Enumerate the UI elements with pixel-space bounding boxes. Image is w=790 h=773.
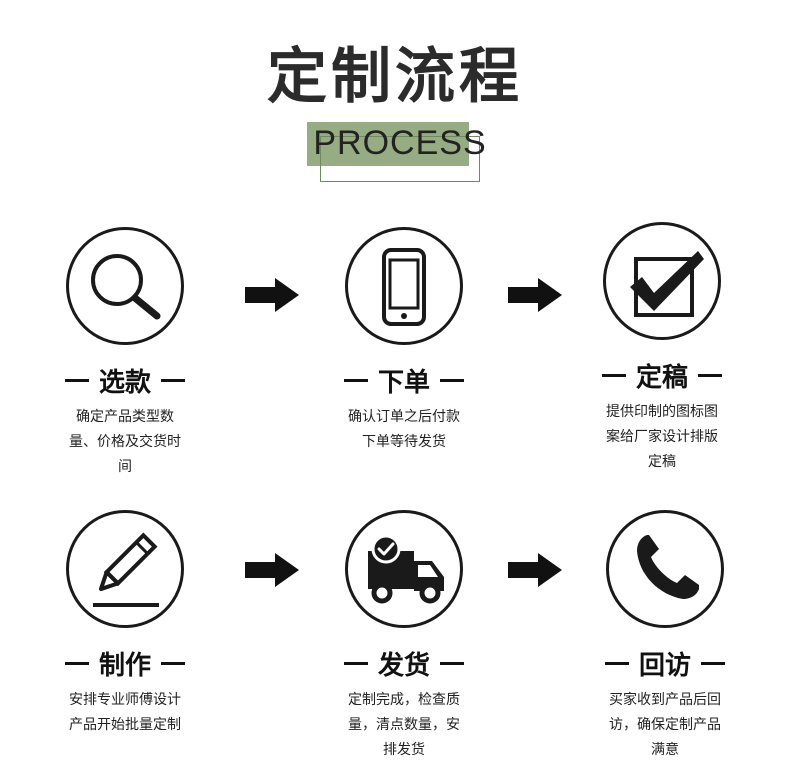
subtitle-outline-box — [320, 136, 480, 182]
step-title: 下单 — [307, 360, 501, 400]
title-dash-right — [440, 378, 464, 382]
step-icon-circle — [345, 510, 463, 628]
arrow-right-icon — [508, 553, 562, 587]
step-icon-circle — [345, 227, 463, 345]
title-dash-left — [343, 661, 368, 665]
step-title: 回访 — [568, 643, 762, 683]
step-title: 定稿 — [565, 355, 759, 395]
pencil-icon — [93, 532, 159, 607]
step-description: 安排专业师傅设计产品开始批量定制 — [69, 692, 181, 733]
title-dash-left — [604, 661, 629, 665]
title-dash-left — [64, 378, 89, 382]
title-dash-right — [161, 661, 185, 665]
step-label: 制作 — [98, 650, 151, 681]
title-dash-right — [440, 661, 464, 665]
subtitle-highlight-box — [307, 122, 469, 166]
delivery-truck-icon — [368, 534, 444, 604]
step-label: 发货 — [377, 650, 430, 681]
page-title: 定制流程 — [267, 42, 523, 112]
arrow-right-icon — [508, 278, 562, 312]
title-dash-left — [64, 661, 89, 665]
step-description: 定制完成，检查质量，清点数量，安排发货 — [348, 692, 460, 758]
phone-icon — [637, 535, 699, 599]
checkbox-icon — [630, 251, 704, 317]
step-icon-circle — [606, 510, 724, 628]
step-icon-circle — [603, 222, 721, 340]
title-dash-right — [161, 378, 185, 382]
step-title: 发货 — [307, 643, 501, 683]
step-label: 定稿 — [635, 362, 688, 393]
step-icon-circle — [66, 510, 184, 628]
step-label: 选款 — [98, 367, 151, 398]
title-dash-right — [701, 661, 725, 665]
step-description: 提供印制的图标图案给厂家设计排版定稿 — [606, 404, 718, 470]
page-subtitle: PROCESS — [313, 124, 487, 162]
step-description: 确定产品类型数量、价格及交货时间 — [69, 409, 181, 475]
step-label: 下单 — [377, 367, 430, 398]
step-label: 回访 — [638, 650, 691, 681]
arrow-right-icon — [245, 553, 299, 587]
smartphone-icon — [382, 248, 426, 326]
step-description: 确认订单之后付款下单等待发货 — [348, 409, 460, 450]
title-dash-left — [601, 373, 626, 377]
arrow-right-icon — [245, 278, 299, 312]
step-description: 买家收到产品后回访，确保定制产品满意 — [609, 692, 721, 758]
step-title: 制作 — [28, 643, 222, 683]
title-dash-right — [698, 373, 722, 377]
title-dash-left — [343, 378, 368, 382]
step-title: 选款 — [28, 360, 222, 400]
step-icon-circle — [66, 227, 184, 345]
magnifier-icon — [91, 254, 161, 320]
